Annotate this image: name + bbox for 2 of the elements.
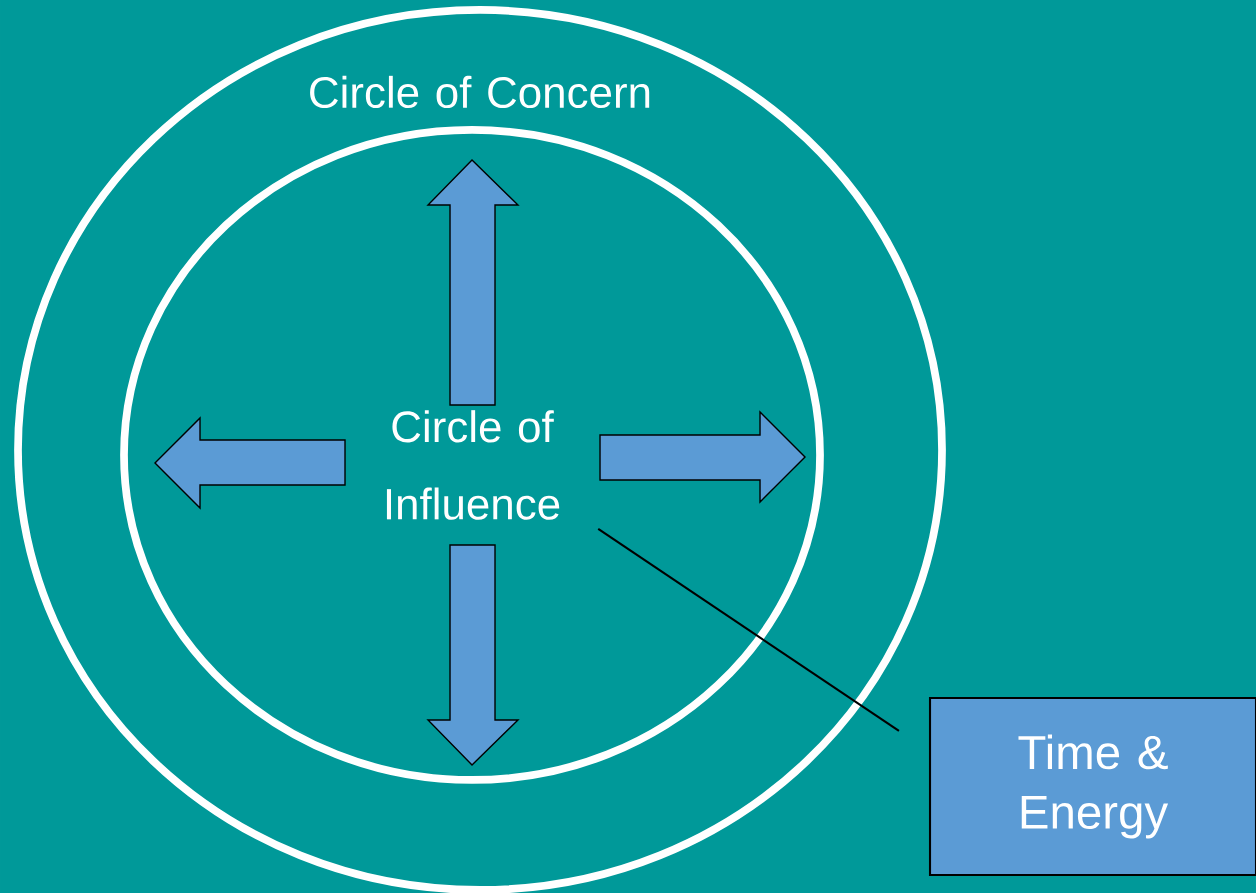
text-box: Time & Energy bbox=[928, 696, 1256, 877]
leader-line bbox=[597, 528, 900, 732]
